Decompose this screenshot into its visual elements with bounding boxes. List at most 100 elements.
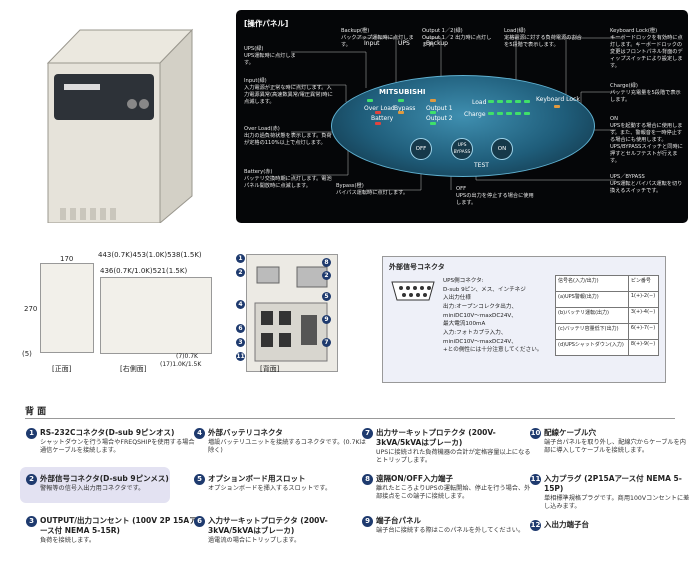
led-load-4 (515, 100, 521, 103)
led-charge-3 (506, 112, 512, 115)
item-title: 入出力端子台 (544, 520, 589, 529)
item-number: 7 (362, 428, 373, 439)
callout-title: ON (610, 116, 618, 122)
label-bypass: Bypass (394, 105, 416, 112)
callout-desc: UPS運転とバイパス運転を切り換えるスイッチです。 (610, 181, 683, 195)
rear-item-12: 12 入出力端子台 (530, 520, 692, 531)
label-load: Load (472, 99, 487, 106)
highlight-box (20, 467, 170, 503)
item-desc: 負荷を接続します。 (40, 536, 96, 544)
callout-ups-bypass: UPS／BYPASS UPS運転とバイパス運転を切り換えるスイッチです。 (610, 174, 684, 195)
callout-keyboard-lock: Keyboard Lock(橙) キーボードロックを有効時に点灯します。キーボー… (610, 28, 684, 70)
callout-desc: UPSを起動する場合に使用します。また、警報音を一時停止する場合にも使用します。… (610, 123, 683, 165)
table-cell: 1(+)-2(−) (627, 291, 660, 308)
rear-item-9: 9 端子台パネル 端子台に接続する際はこのパネルを外してください。 (362, 516, 536, 535)
rear-item-5: 5 オプションボード用スロット オプションボードを挿入するスロットです。 (194, 474, 368, 493)
off-button[interactable]: OFF (410, 138, 432, 160)
label-keyboard-lock: Keyboard Lock (536, 96, 580, 103)
rear-item-4: 4 外部バッテリコネクタ 増設バッテリユニットを接続するコネクタです。(0.7K… (194, 428, 368, 456)
back-callout-11: 11 (236, 352, 245, 361)
item-desc: UPSに接続された負荷機器の合計が定格容量以上になるとトリップします。 (376, 448, 531, 465)
brand-logo: MITSUBISHI (379, 88, 426, 96)
item-desc: 端子台パネルを取り外し、配線穴からケーブルを内部に導入してケーブルを接続します。 (544, 438, 686, 455)
item-number: 4 (194, 428, 205, 439)
led-load-3 (506, 100, 512, 103)
table-header: 信号名(入力/出力) (555, 275, 629, 292)
front-caption: [正面] (52, 365, 72, 373)
back-callout-7: 7 (322, 338, 331, 347)
callout-title: Charge(緑) (610, 83, 638, 89)
label-output1: Output 1 (426, 105, 453, 112)
led-backup (430, 99, 436, 102)
callout-title: UPS(緑) (244, 46, 264, 52)
callout-desc: Output 1／2 出力時に点灯します。 (422, 35, 492, 49)
back-callout-8: 8 (322, 258, 331, 267)
dim-foot-10k: (17)1.0K/1.5K (160, 361, 202, 368)
callout-title: OFF (456, 186, 467, 192)
item-number: 6 (194, 516, 205, 527)
table-header-row: 信号名(入力/出力) ピン番号 (555, 275, 660, 292)
led-ups (398, 99, 404, 102)
ups-product-photo (40, 18, 200, 225)
led-overload (375, 111, 381, 114)
spec-line: 入力:フォトカプラ入力、 (443, 329, 507, 336)
rear-item-1: 1 RS-232Cコネクタ(D-sub 9ピンオス) シャットダウンを行う場合や… (26, 428, 200, 456)
callout-title: Input(緑) (244, 78, 267, 84)
callout-desc: バッテリ充電量を5段階で表示します。 (610, 90, 681, 104)
item-number: 11 (530, 474, 541, 485)
led-charge-5 (524, 112, 530, 115)
spec-line: UPS側コネクタ: (443, 278, 484, 284)
item-number: 1 (26, 428, 37, 439)
spec-line: 入出力仕様 (443, 295, 471, 302)
panel-oval (331, 75, 595, 177)
dim-depth-2: 436(0.7K/1.0K)521(1.5K) (100, 267, 188, 275)
item-title: 遠隔ON/OFF入力端子 (376, 474, 454, 483)
table-cell: (d)UPSシャットダウン(入力) (555, 339, 629, 356)
label-backup: Backup (426, 40, 448, 47)
table-cell: (a)UPS警報(出力) (555, 291, 629, 308)
item-title: RS-232Cコネクタ(D-sub 9ピンオス) (40, 428, 175, 437)
back-callout-5: 5 (322, 292, 331, 301)
section-title: 背 面 (25, 407, 47, 417)
callout-desc: バックアップ運転時に点灯します。 (341, 35, 414, 49)
table-cell: 8(+)-9(−) (627, 339, 660, 356)
callout-charge: Charge(緑) バッテリ充電量を5段階で表示します。 (610, 83, 684, 104)
led-bypass (398, 111, 404, 114)
callout-title: Bypass(橙) (336, 183, 364, 189)
on-button[interactable]: ON (491, 138, 513, 160)
side-view (100, 277, 212, 354)
item-number: 3 (26, 516, 37, 527)
item-desc: 単相標準規格プラグです。商用100Vコンセントに差し込みます。 (544, 494, 690, 511)
table-cell: 3(+)-4(−) (627, 307, 660, 324)
callout-title: Battery(赤) (244, 169, 273, 175)
table-row: (c)バッテリ容量低下(出力) 6(+)-7(−) (555, 323, 660, 340)
back-callout-4: 4 (236, 300, 245, 309)
item-desc: シャットダウンを行う場合やFREQSHIPを使用する場合通信ケーブルを接続します… (40, 438, 195, 455)
table-cell: 6(+)-7(−) (627, 323, 660, 340)
callout-input: Input(緑) 入力電源が正常な時に点灯します。入力電源異常(高速数異常/電圧… (244, 78, 334, 106)
label-charge: Charge (464, 111, 486, 118)
item-number: 10 (530, 428, 541, 439)
rear-item-3: 3 OUTPUT/出力コンセント (100V 2P 15Aアース付 NEMA 5… (26, 516, 200, 545)
callout-title: Load(緑) (504, 28, 526, 34)
led-charge-2 (497, 112, 503, 115)
item-title: 端子台パネル (376, 516, 421, 525)
back-callout-2b: 2 (322, 271, 331, 280)
label-output2: Output 2 (426, 115, 453, 122)
spec-line: miniDC10V〜maxDC24V、 (443, 312, 517, 319)
item-title: 外部バッテリコネクタ (208, 428, 283, 437)
dim-height: 270 (24, 305, 38, 313)
callout-desc: バイパス運転時に点灯します。 (336, 190, 409, 197)
ext-title: 外部信号コネクタ (389, 263, 445, 271)
led-output1 (430, 111, 436, 114)
callout-desc: 定格電源に対する負荷電源の割合を5段階で表示します。 (504, 35, 582, 49)
item-number: 9 (362, 516, 373, 527)
led-input (367, 99, 373, 102)
dim-width: 170 (60, 255, 74, 263)
label-test: TEST (474, 162, 489, 169)
ups-bypass-button[interactable]: UPS BYPASS (451, 138, 473, 160)
label-input: Input (364, 40, 380, 47)
item-title: 入力プラグ (2P15Aアース付 NEMA 5-15P) (544, 474, 682, 493)
item-number: 8 (362, 474, 373, 485)
item-title: 外部信号コネクタ(D-sub 9ピンメス) (40, 474, 169, 483)
